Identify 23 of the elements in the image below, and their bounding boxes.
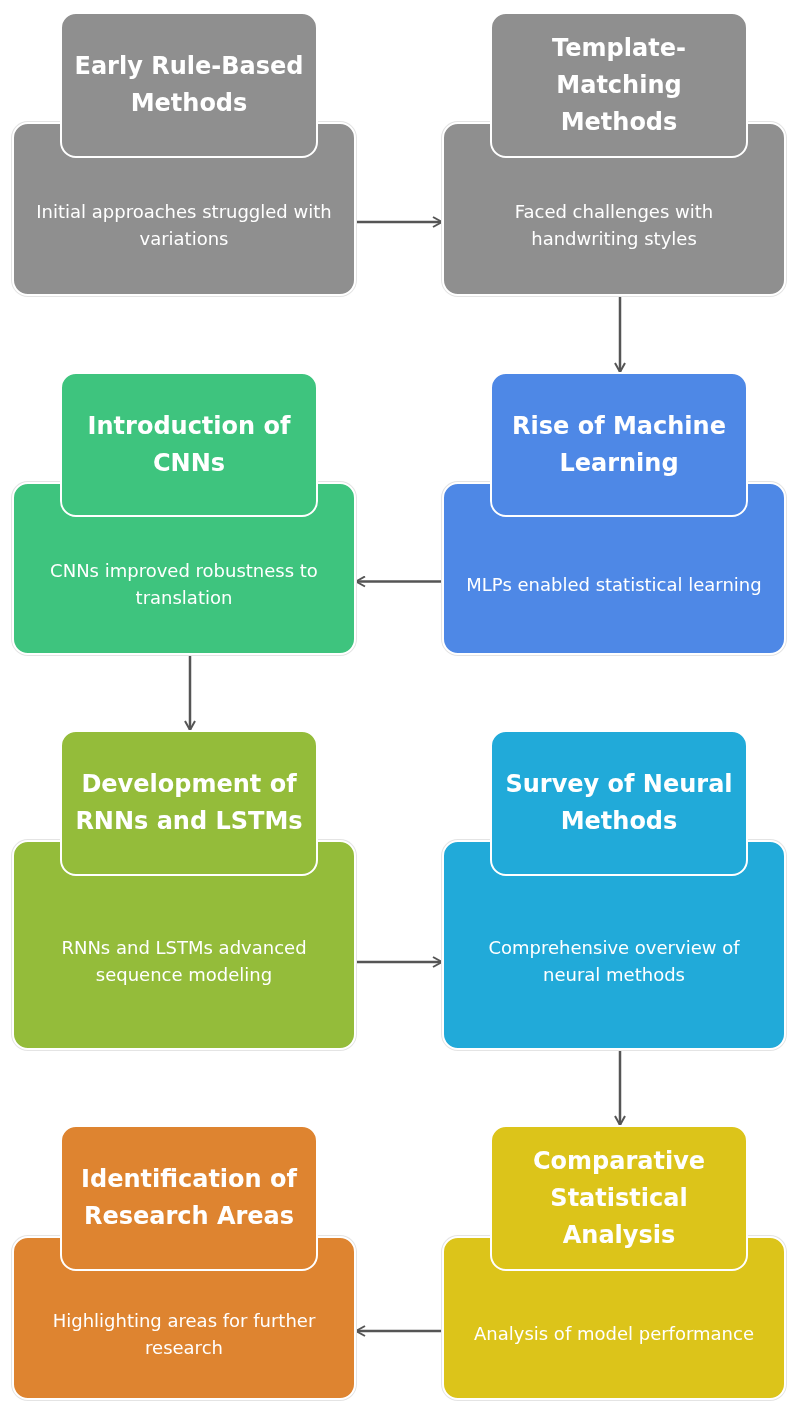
step-description: Analysis of model performance [474,1322,754,1346]
step-title: Introduction of CNNs [86,410,292,479]
arrow [184,655,196,731]
step-title: Early Rule-Based Methods [73,51,305,119]
arrow [355,575,442,588]
arrow [356,956,443,968]
step-title: Identification of Research Areas [80,1164,299,1232]
step-title: Development of RNNs and LSTMs [74,769,304,837]
step-description: MLPs enabled statistical learning [466,572,762,597]
step-title: Comparative Statistical Analysis [531,1145,707,1251]
step-description: Comprehensive overview of neural methods [487,936,741,987]
arrow [355,1325,442,1337]
arrow [356,216,443,228]
step-description: RNNs and LSTMs advanced sequence modeling [60,936,308,987]
step-title: Rise of Machine Learning [511,410,727,479]
step-title: Survey of Neural Methods [504,769,734,837]
arrow [614,1050,626,1126]
step-description: CNNs improved robustness to translation [49,559,319,610]
step-title: Template-Matching Methods [551,32,687,138]
arrow [614,296,626,373]
step-description: Highlighting areas for further research [51,1308,317,1360]
step-description: Initial approaches struggled with variations [35,200,333,251]
step-description: Faced challenges with handwriting styles [513,200,715,251]
